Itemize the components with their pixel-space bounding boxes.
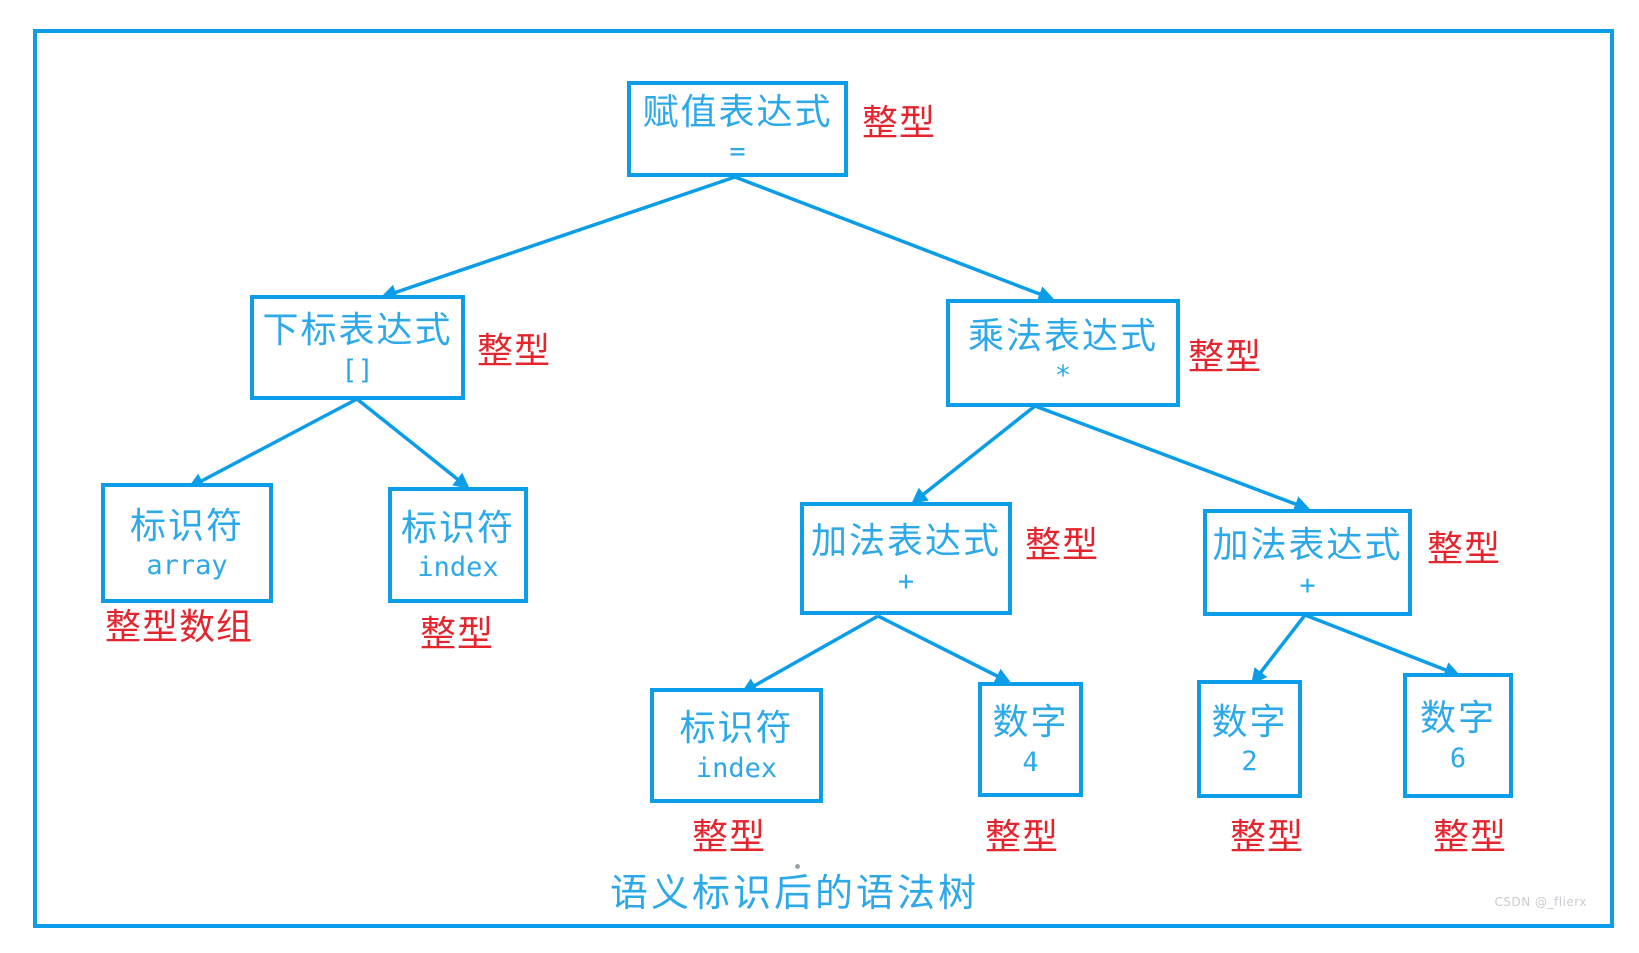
node-title: 赋值表达式 (642, 91, 833, 133)
type-label-add-right: 整型 (1427, 529, 1502, 570)
node-number-2: 数字 2 (1197, 680, 1302, 798)
node-identifier-index: 标识符 index (388, 487, 528, 603)
stray-dot (795, 864, 800, 869)
node-title: 标识符 (129, 505, 244, 547)
node-title: 下标表达式 (262, 310, 453, 352)
type-label-array: 整型数组 (105, 607, 254, 648)
node-symbol: 2 (1241, 746, 1258, 778)
type-label-subscript: 整型 (477, 331, 552, 372)
node-symbol: * (1054, 360, 1072, 392)
node-title: 数字 (1419, 698, 1496, 740)
node-title: 标识符 (400, 507, 515, 549)
type-label-index: 整型 (420, 614, 495, 655)
node-number-4: 数字 4 (978, 682, 1083, 797)
node-symbol: [] (341, 354, 374, 386)
node-symbol: 4 (1022, 746, 1039, 778)
node-addition-expression-left: 加法表达式 + (800, 502, 1012, 615)
node-multiplication-expression: 乘法表达式 * (946, 299, 1180, 407)
node-addition-expression-right: 加法表达式 + (1203, 509, 1412, 616)
node-title: 加法表达式 (1212, 525, 1403, 567)
node-title: 数字 (992, 702, 1069, 744)
node-symbol: + (897, 565, 915, 597)
node-title: 乘法表达式 (967, 315, 1158, 357)
node-symbol: index (417, 552, 499, 584)
type-label-add-left: 整型 (1025, 525, 1100, 566)
node-symbol: array (146, 550, 228, 582)
watermark: CSDN @_flierx (1494, 895, 1587, 909)
node-number-6: 数字 6 (1403, 673, 1513, 798)
node-symbol: index (695, 752, 778, 784)
type-label-multiply: 整型 (1188, 337, 1263, 378)
node-title: 加法表达式 (810, 521, 1001, 563)
node-title: 标识符 (679, 708, 794, 750)
node-symbol: + (1299, 569, 1316, 601)
node-symbol: = (729, 136, 746, 168)
node-title: 数字 (1211, 701, 1288, 743)
type-label-num4: 整型 (985, 817, 1060, 858)
node-assignment-expression: 赋值表达式 = (627, 81, 848, 177)
node-subscript-expression: 下标表达式 [] (250, 295, 465, 400)
type-label-num6: 整型 (1433, 817, 1508, 858)
diagram-border (33, 29, 1614, 928)
type-label-num2: 整型 (1230, 817, 1305, 858)
node-symbol: 6 (1449, 742, 1467, 774)
type-label-root: 整型 (862, 103, 937, 144)
node-identifier-array: 标识符 array (101, 483, 273, 603)
type-label-leaf-index: 整型 (692, 817, 767, 858)
diagram-caption: 语义标识后的语法树 (610, 871, 980, 915)
node-leaf-identifier-index: 标识符 index (650, 688, 823, 803)
